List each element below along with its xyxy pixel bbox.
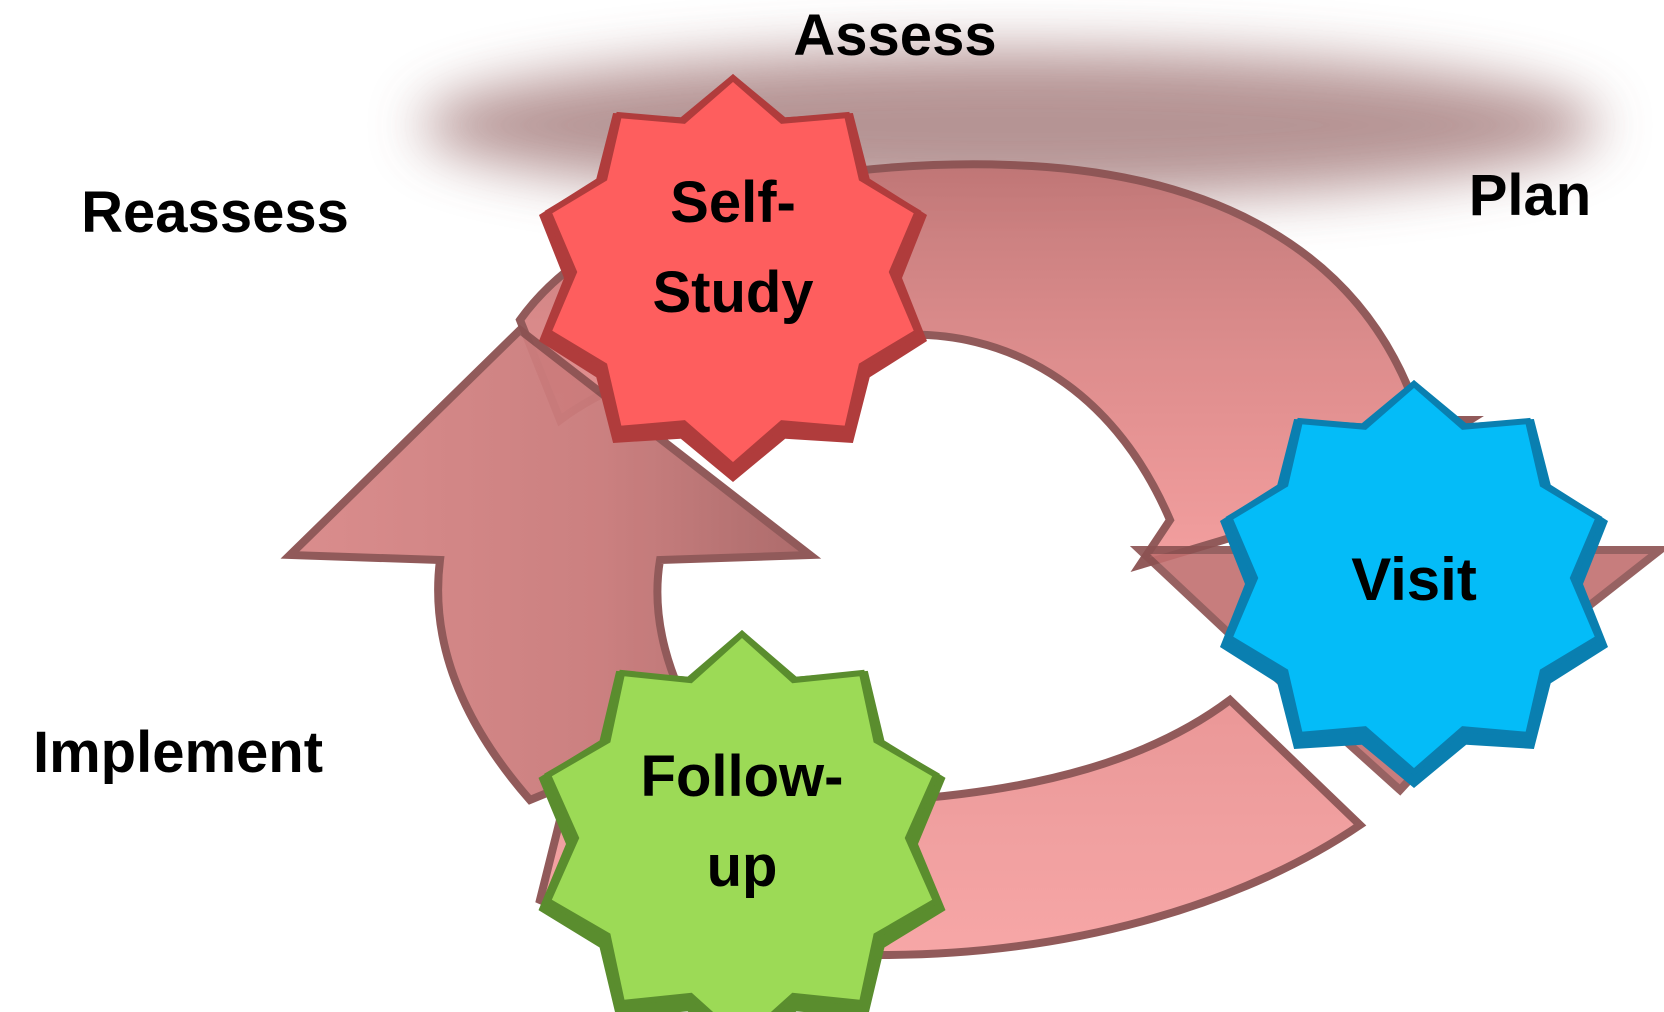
self-study-node: Self- Study (539, 74, 927, 482)
phase-label-reassess: Reassess (81, 180, 349, 245)
phase-label-implement: Implement (33, 720, 323, 785)
follow-up-node: Follow- up (538, 629, 946, 1012)
follow-up-star (544, 629, 940, 1012)
follow-up-label-line2: up (707, 834, 778, 899)
visit-label: Visit (1351, 546, 1477, 613)
self-study-label-line2: Study (652, 260, 813, 325)
phase-label-assess: Assess (793, 3, 996, 68)
self-study-label-line1: Self- (670, 170, 796, 235)
phase-label-plan: Plan (1469, 163, 1592, 228)
visit-node: Visit (1220, 380, 1608, 788)
follow-up-label-line1: Follow- (641, 744, 844, 809)
visit-star (1225, 380, 1603, 776)
self-study-star (544, 74, 922, 470)
